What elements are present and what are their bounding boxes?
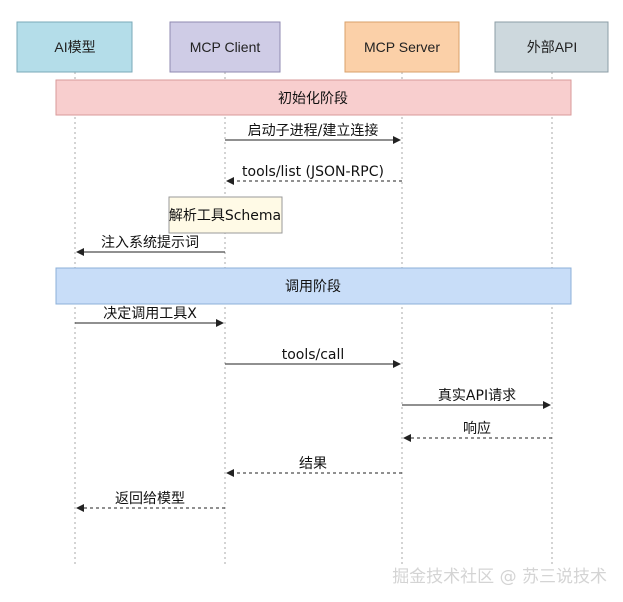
phase-call-band: 调用阶段 xyxy=(55,267,572,305)
message-label: tools/list (JSON-RPC) xyxy=(242,164,384,180)
participant-label: MCP Client xyxy=(190,39,261,55)
participant-ai-model: AI模型 xyxy=(16,21,133,73)
phase-init-band: 初始化阶段 xyxy=(55,79,572,116)
participant-mcp-client: MCP Client xyxy=(169,21,281,73)
message-real-api-request: 真实API请求 xyxy=(402,388,551,409)
participant-label: AI模型 xyxy=(54,39,95,55)
note-label: 解析工具Schema xyxy=(169,208,281,224)
message-label: 真实API请求 xyxy=(438,388,516,404)
participant-external-api: 外部API xyxy=(494,21,609,73)
message-label: 注入系统提示词 xyxy=(101,235,199,251)
message-inject-system-prompt: 注入系统提示词 xyxy=(76,235,225,256)
message-decide-tool: 决定调用工具X xyxy=(75,306,224,327)
message-response: 响应 xyxy=(403,420,552,442)
lifelines xyxy=(74,72,553,565)
participant-label: MCP Server xyxy=(364,39,440,55)
message-label: 结果 xyxy=(299,456,327,472)
note-parse-schema: 解析工具Schema xyxy=(168,196,283,234)
message-start-subprocess: 启动子进程/建立连接 xyxy=(225,122,401,144)
message-tools-list: tools/list (JSON-RPC) xyxy=(226,164,402,185)
phase-init-label: 初始化阶段 xyxy=(278,90,348,107)
participant-mcp-server: MCP Server xyxy=(344,21,460,73)
watermark: 掘金技术社区 @ 苏三说技术 xyxy=(392,567,607,587)
message-label: 响应 xyxy=(463,420,491,437)
message-return-to-model: 返回给模型 xyxy=(76,491,225,512)
participant-label: 外部API xyxy=(527,39,578,55)
message-label: tools/call xyxy=(282,347,345,363)
message-label: 返回给模型 xyxy=(115,491,185,507)
message-label: 启动子进程/建立连接 xyxy=(248,122,379,139)
message-tools-call: tools/call xyxy=(225,347,401,368)
phase-call-label: 调用阶段 xyxy=(285,279,341,295)
message-label: 决定调用工具X xyxy=(103,306,197,322)
message-result: 结果 xyxy=(226,456,402,477)
